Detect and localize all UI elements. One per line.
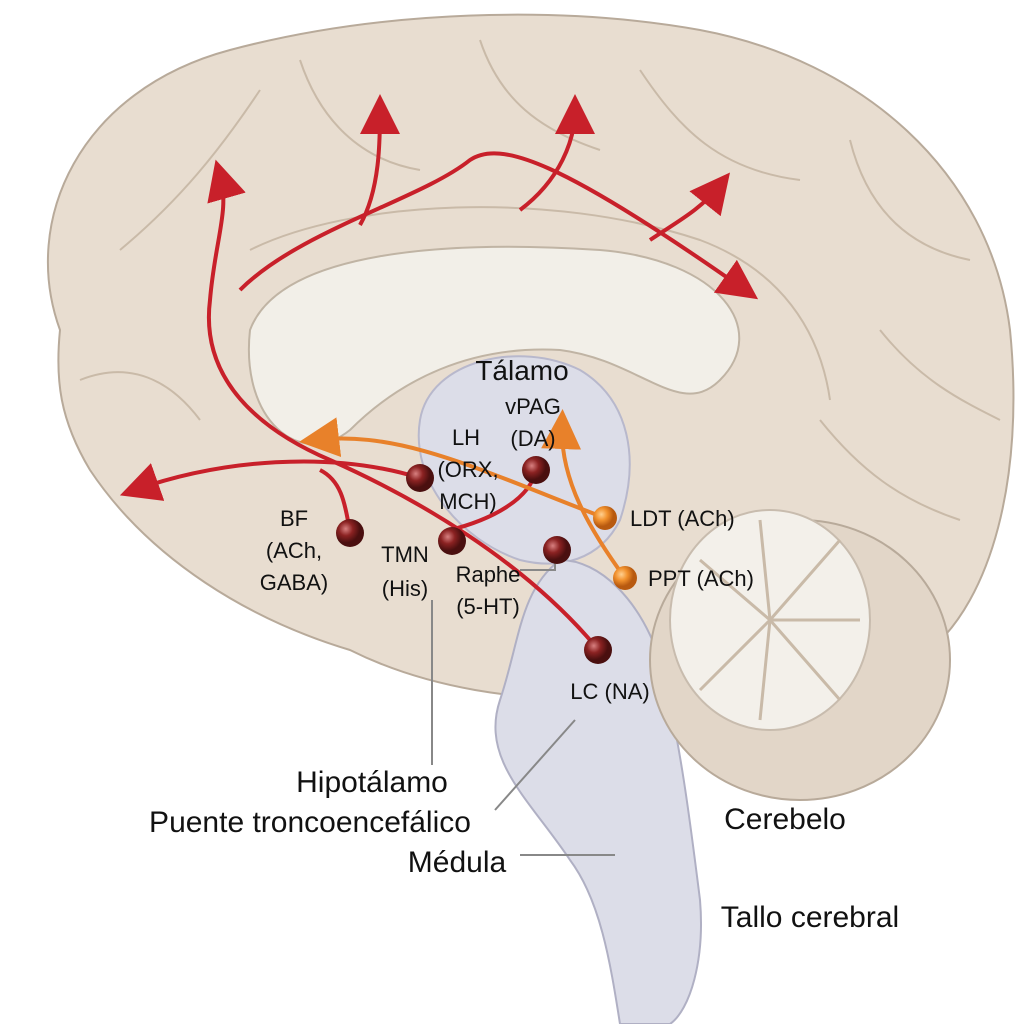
lh-transmitter-1: (ORX, (437, 457, 499, 482)
brainstem-label: Tallo cerebral (720, 901, 900, 934)
medulla-label: Médula (407, 846, 507, 879)
tmn-label: TMN (381, 542, 429, 567)
raphe-label: Raphe (455, 562, 521, 587)
vpag-transmitter: (DA) (510, 426, 556, 451)
bf-label: BF (279, 506, 309, 531)
vpag-nucleus (522, 456, 550, 484)
raphe-nucleus (543, 536, 571, 564)
tmn-nucleus (438, 527, 466, 555)
bf-transmitter-2: GABA) (259, 570, 329, 595)
bf-transmitter-1: (ACh, (265, 538, 323, 563)
cerebellum-label: Cerebelo (724, 803, 846, 836)
vpag-label: vPAG (505, 394, 561, 419)
lh-transmitter-2: MCH) (439, 489, 497, 514)
lc-label: LC (NA) (570, 679, 650, 704)
thalamus-label: Tálamo (475, 355, 569, 386)
ppt-label: PPT (ACh) (648, 566, 754, 591)
lh-nucleus (406, 464, 434, 492)
ldt-nucleus (593, 506, 617, 530)
ppt-nucleus (613, 566, 637, 590)
tmn-transmitter: (His) (381, 576, 429, 601)
hypothalamus-label: Hipotálamo (296, 766, 448, 799)
ldt-label: LDT (ACh) (630, 506, 735, 531)
raphe-transmitter: (5-HT) (456, 594, 520, 619)
lh-label: LH (451, 425, 481, 450)
bf-nucleus (336, 519, 364, 547)
cerebellum (649, 509, 951, 801)
lc-nucleus (584, 636, 612, 664)
pons-label: Puente troncoencefálico (149, 806, 471, 839)
